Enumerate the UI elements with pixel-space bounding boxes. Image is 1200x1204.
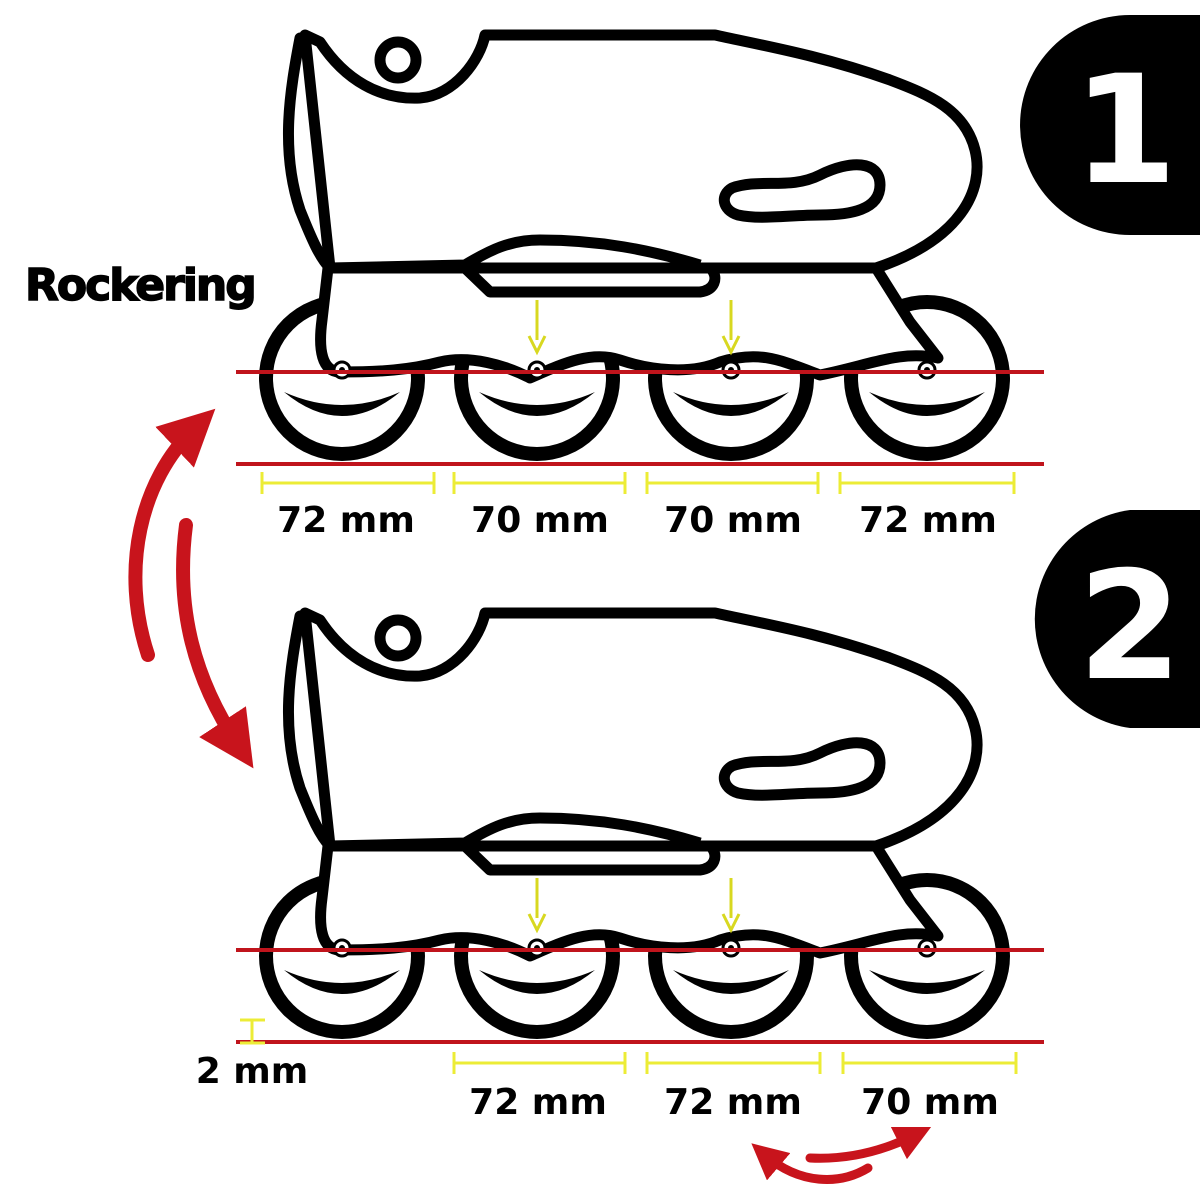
pointer-arrow-head: [721, 913, 741, 934]
panel-number-badge-1: 1: [1020, 15, 1200, 235]
panel-2-spacing-labels: 2 mm 72 mm 72 mm 70 mm: [196, 1018, 1018, 1123]
boot-arch-plate: [461, 842, 721, 876]
switch-arrows: [128, 408, 254, 769]
wheel-hub-shadow: [479, 970, 595, 994]
spacing-label: 72 mm: [859, 500, 997, 541]
spacing-label: 70 mm: [471, 500, 609, 541]
spacing-bracket: [452, 1052, 627, 1074]
wheel-hub-shadow: [869, 392, 985, 416]
offset-label: 2 mm: [196, 1051, 309, 1092]
spacing-bracket: [838, 472, 1016, 494]
offset-bracket: [240, 1018, 265, 1045]
down-arrow: [176, 518, 254, 769]
ankle-eyelet: [374, 614, 422, 662]
wheel-hub-shadow: [673, 392, 789, 416]
wheel-hub-shadow: [479, 392, 595, 416]
wheel-hub-shadow: [284, 970, 400, 994]
boot-strap: [718, 159, 886, 223]
spacing-bracket: [645, 1052, 822, 1074]
spacing-bracket: [260, 472, 436, 494]
skate-frame: [315, 840, 944, 962]
spacing-bracket: [452, 472, 627, 494]
boot-strap: [718, 737, 886, 801]
spacing-label: 72 mm: [469, 1082, 607, 1123]
panel-1-skate: [236, 29, 1044, 466]
boot-heel-line: [282, 32, 336, 274]
diagram-title: Rockering: [25, 260, 255, 311]
panel-number-badge-2: 2: [1034, 510, 1200, 728]
skate-frame: [315, 262, 944, 384]
boot-sole-line: [329, 234, 702, 274]
boot-sole-line: [329, 812, 702, 852]
ankle-eyelet: [374, 36, 422, 84]
up-arrow: [128, 408, 216, 662]
spacing-label: 72 mm: [277, 500, 415, 541]
wheel-hub-shadow: [673, 970, 789, 994]
boot-heel-line: [282, 610, 336, 852]
panel-2-skate: [236, 607, 1044, 1044]
pointer-arrow-head: [721, 335, 741, 356]
pointer-arrow-head: [527, 913, 547, 934]
swap-arrows: [751, 1126, 932, 1184]
spacing-label: 72 mm: [664, 1082, 802, 1123]
panel-number-1: 1: [1073, 44, 1177, 218]
spacing-bracket: [841, 1052, 1018, 1074]
wheel-hub-shadow: [869, 970, 985, 994]
spacing-label: 70 mm: [861, 1082, 999, 1123]
swap-arrow-left: [751, 1143, 873, 1184]
panel-1-spacing-labels: 72 mm 70 mm 70 mm 72 mm: [260, 472, 1016, 541]
spacing-bracket: [645, 472, 820, 494]
pointer-arrow-head: [527, 335, 547, 356]
boot-arch-plate: [461, 264, 721, 298]
panel-number-2: 2: [1078, 540, 1182, 714]
spacing-label: 70 mm: [664, 500, 802, 541]
wheel-hub-shadow: [284, 392, 400, 416]
swap-arrow-right: [805, 1126, 932, 1163]
